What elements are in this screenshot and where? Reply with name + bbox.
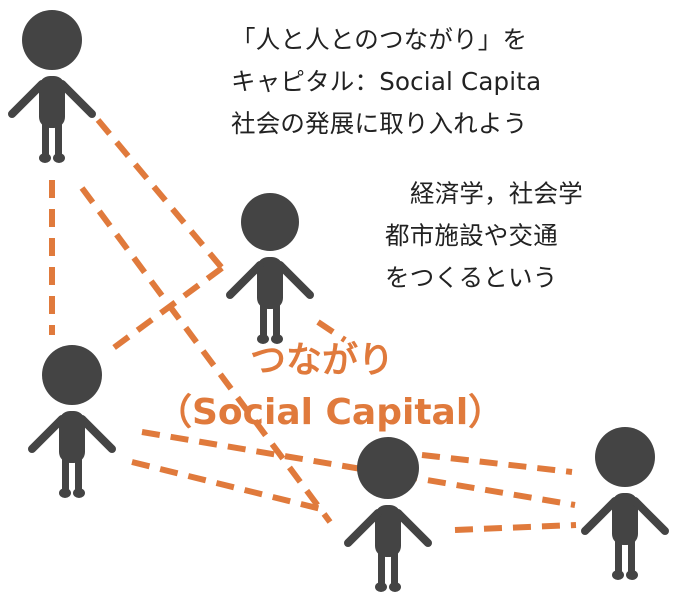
intro-line-2: キャピタル：Social Capita bbox=[231, 67, 542, 96]
person-left-leg bbox=[615, 537, 622, 573]
person-head bbox=[241, 193, 299, 251]
person-left-arm bbox=[226, 261, 264, 299]
person-torso bbox=[257, 257, 283, 309]
person-left-leg bbox=[62, 455, 69, 491]
detail-line-2: 都市施設や交通 bbox=[385, 221, 558, 250]
link-a-e bbox=[79, 186, 333, 524]
person-torso bbox=[375, 505, 401, 557]
person-left-arm bbox=[581, 497, 619, 535]
person-right-arm bbox=[78, 415, 116, 453]
person-left-leg bbox=[260, 301, 267, 337]
person-1 bbox=[8, 10, 96, 163]
link-a-corner bbox=[95, 118, 225, 270]
person-right-arm bbox=[631, 497, 669, 535]
person-head bbox=[357, 437, 419, 499]
person-left-foot bbox=[375, 582, 387, 592]
person-left-leg bbox=[378, 549, 385, 585]
person-right-foot bbox=[53, 153, 65, 163]
person-right-leg bbox=[55, 120, 62, 156]
person-left-foot bbox=[59, 488, 71, 498]
detail-line-3: をつくるという bbox=[385, 263, 558, 292]
person-right-foot bbox=[626, 570, 638, 580]
person-4 bbox=[344, 437, 432, 592]
person-left-foot bbox=[257, 334, 269, 344]
link-d-e-lower bbox=[454, 522, 577, 533]
person-right-foot bbox=[271, 334, 283, 344]
person-left-foot bbox=[612, 570, 624, 580]
detail-line-1: 経済学，社会学 bbox=[410, 179, 583, 208]
person-2 bbox=[226, 193, 314, 344]
person-right-leg bbox=[391, 549, 398, 585]
person-3 bbox=[28, 345, 116, 498]
intro-line-1: 「人と人とのつながり」を bbox=[231, 25, 528, 54]
person-right-foot bbox=[73, 488, 85, 498]
person-right-leg bbox=[273, 301, 280, 337]
person-right-arm bbox=[394, 509, 432, 547]
person-right-arm bbox=[276, 261, 314, 299]
person-torso bbox=[39, 76, 65, 128]
people-group bbox=[8, 10, 669, 592]
person-head bbox=[42, 345, 102, 405]
person-left-leg bbox=[42, 120, 49, 156]
person-right-arm bbox=[58, 80, 96, 118]
person-right-leg bbox=[628, 537, 635, 573]
person-right-foot bbox=[389, 582, 401, 592]
person-torso bbox=[612, 493, 638, 545]
person-head bbox=[22, 10, 82, 70]
person-torso bbox=[59, 411, 85, 463]
link-corner-c bbox=[106, 265, 224, 355]
person-5 bbox=[581, 427, 669, 580]
person-head bbox=[595, 427, 655, 487]
link-b-d bbox=[316, 319, 347, 343]
person-left-arm bbox=[8, 80, 46, 118]
person-left-arm bbox=[344, 509, 382, 547]
person-left-foot bbox=[39, 153, 51, 163]
connection-label-title: つながり bbox=[250, 340, 395, 381]
person-right-leg bbox=[75, 455, 82, 491]
connection-label-subtitle: （Social Capital） bbox=[156, 392, 505, 433]
link-c-d-lower bbox=[131, 459, 326, 513]
intro-line-3: 社会の発展に取り入れよう bbox=[231, 109, 528, 138]
person-left-arm bbox=[28, 415, 66, 453]
link-d-e-upper bbox=[421, 452, 573, 475]
